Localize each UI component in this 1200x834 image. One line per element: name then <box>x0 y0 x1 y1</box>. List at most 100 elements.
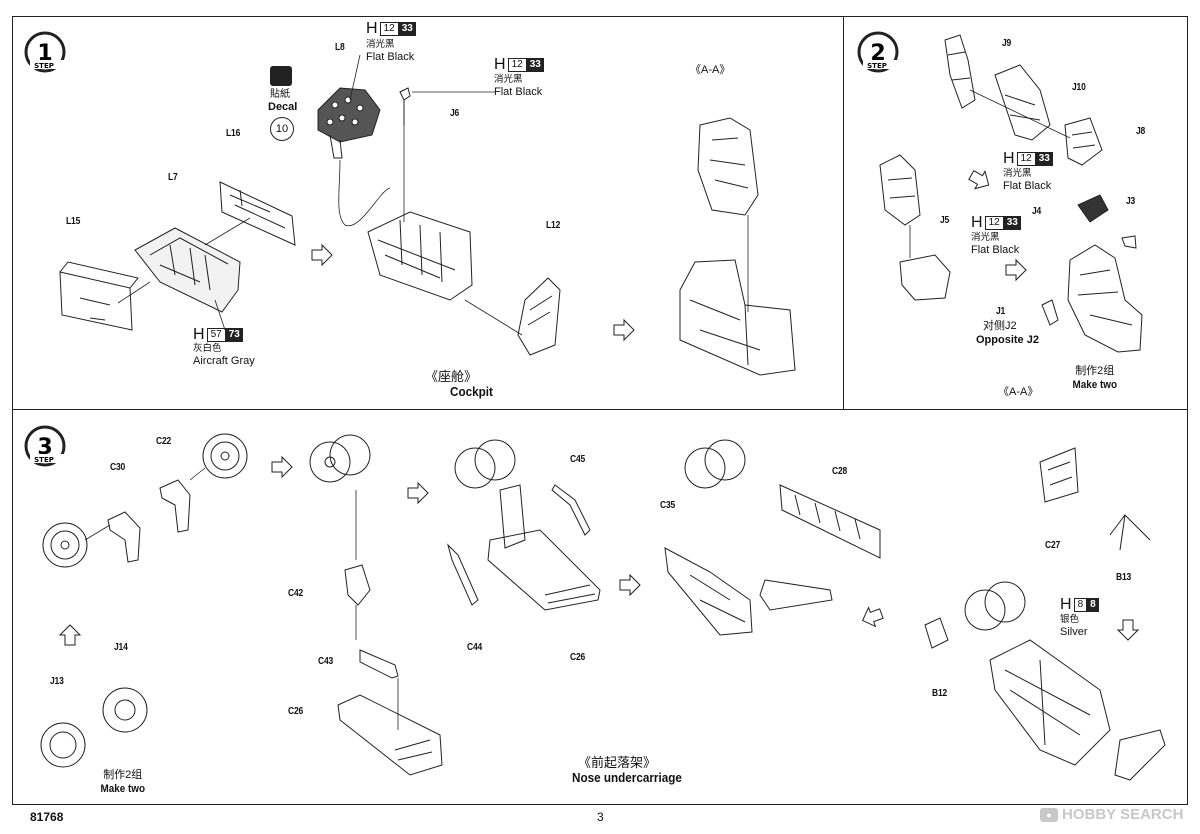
paint-name-en: Aircraft Gray <box>193 355 255 367</box>
part-j6-drawing <box>399 87 411 125</box>
wheel-pair-d <box>964 589 1006 631</box>
paint-code-filled: 33 <box>398 22 416 36</box>
part-j4-drawing <box>1077 194 1109 223</box>
arrow-9 <box>861 606 884 628</box>
part-l8-drawing <box>317 87 381 143</box>
part-j5-drawing <box>899 254 951 301</box>
product-code: 81768 <box>30 810 64 824</box>
part-label-l7: L7 <box>168 172 178 183</box>
svg-text:1: 1 <box>37 41 52 66</box>
step3-make-two: 制作2组 Make two <box>98 768 148 796</box>
part-c44-drawing <box>447 543 479 606</box>
paint-name-1: 消光黑 Flat Black <box>366 38 414 64</box>
part-label-c43: C43 <box>318 656 334 667</box>
part-label-c35: C35 <box>660 500 676 511</box>
paint-name-en: Flat Black <box>494 86 543 98</box>
paint-code-filled: 33 <box>1003 216 1021 230</box>
step-3-badge: 3 STEP <box>24 425 66 467</box>
step3-panel <box>12 409 1188 805</box>
paint-name-cn: 消光黑 <box>366 39 395 50</box>
part-b13-drawing <box>1109 514 1151 551</box>
paint-brand: H <box>366 20 378 37</box>
step3-title-en: Nose undercarriage <box>572 770 682 785</box>
wheel-pair-c <box>684 447 726 489</box>
arrow-4 <box>1005 258 1027 282</box>
part-label-l12: L12 <box>546 220 561 231</box>
svg-text:3: 3 <box>37 435 52 460</box>
part-label-j3: J3 <box>1126 196 1136 207</box>
part-label-l15: L15 <box>66 216 81 227</box>
part-j3-drawing <box>1121 235 1137 249</box>
section-ref-a-a-step1: 《A-A》 <box>690 64 731 76</box>
part-label-j8: J8 <box>1136 126 1146 137</box>
paint-brand: H <box>494 56 506 73</box>
arrow-3 <box>968 169 990 190</box>
gear-leg-drawing <box>499 484 526 549</box>
watermark-logo-icon: ● <box>1040 807 1058 822</box>
step-1-badge: 1 STEP <box>24 31 66 73</box>
step-2-badge: 2 STEP <box>857 31 899 73</box>
paint-brand: H <box>971 214 983 231</box>
final-assembly-drawing <box>989 639 1111 766</box>
arrow-1 <box>311 243 333 267</box>
part-j8-drawing <box>1064 117 1103 166</box>
paint-code-2: H 12 33 <box>494 56 544 74</box>
part-label-l8: L8 <box>335 42 345 53</box>
part-label-c45: C45 <box>570 454 586 465</box>
step2-make-two: 制作2组 Make two <box>1070 364 1120 392</box>
part-c22-drawing <box>159 479 191 533</box>
part-c45-drawing <box>551 484 591 536</box>
paint-name-2: 消光黑 Flat Black <box>494 73 542 99</box>
paint-code-5: H 12 33 <box>971 214 1021 232</box>
part-l15-drawing <box>59 261 139 331</box>
part-j13-drawing <box>40 722 86 768</box>
part-j10-drawing <box>994 64 1051 141</box>
part-label-j4: J4 <box>1032 206 1042 217</box>
part-b12-drawing <box>924 617 949 649</box>
paint-name-cn: 消光黑 <box>494 74 523 85</box>
wheel-right <box>202 433 248 479</box>
part-label-l16: L16 <box>226 128 241 139</box>
part-c35-drawing <box>664 547 753 636</box>
paint-brand: H <box>193 326 205 343</box>
cockpit-tub-drawing <box>367 211 473 301</box>
seat-assembly-drawing <box>1067 244 1143 353</box>
part-label-c26-a: C26 <box>288 706 304 717</box>
paint-name-cn: 银色 <box>1060 614 1080 625</box>
wheel-pair-a <box>309 441 351 483</box>
svg-text:2: 2 <box>870 41 885 66</box>
part-label-c44: C44 <box>467 642 483 653</box>
make-two-en: Make two <box>1072 379 1118 391</box>
arrow-6 <box>271 455 293 479</box>
paint-code-filled: 33 <box>1035 152 1053 166</box>
paint-brand: H <box>1060 596 1072 613</box>
part-c26-drawing-a <box>337 694 443 776</box>
part-c42-drawing <box>344 564 371 606</box>
paint-code-filled: 73 <box>225 328 243 342</box>
decal-icon <box>270 66 292 86</box>
watermark-text: HOBBY SEARCH <box>1062 806 1184 823</box>
paint-name-3: 灰白色 Aircraft Gray <box>193 342 255 368</box>
assembled-cockpit-drawing <box>679 259 796 376</box>
part-l12-drawing <box>517 277 561 356</box>
part-l7-drawing <box>134 227 241 313</box>
part-label-j9: J9 <box>1002 38 1012 49</box>
opposite-en: Opposite J2 <box>976 334 1039 346</box>
paint-code-filled: 8 <box>1087 598 1099 612</box>
paint-name-6: 银色 Silver <box>1060 613 1088 639</box>
paint-code-3: H 57 73 <box>193 326 243 344</box>
paint-code-outline: 57 <box>206 328 226 342</box>
svg-text:STEP: STEP <box>34 456 54 464</box>
wheel-left <box>42 522 88 568</box>
arrow-5 <box>58 624 82 646</box>
paint-code-filled: 33 <box>526 58 544 72</box>
part-label-c22: C22 <box>156 436 172 447</box>
paint-code-4: H 12 33 <box>1003 150 1053 168</box>
decal-label-en: Decal <box>268 101 298 113</box>
make-two-cn: 制作2组 <box>1075 365 1115 377</box>
arrow-7 <box>407 481 429 505</box>
decal-label-cn: 貼紙 <box>270 89 290 100</box>
part-label-j14: J14 <box>114 642 128 653</box>
paint-name-cn: 消光黑 <box>1003 168 1032 179</box>
